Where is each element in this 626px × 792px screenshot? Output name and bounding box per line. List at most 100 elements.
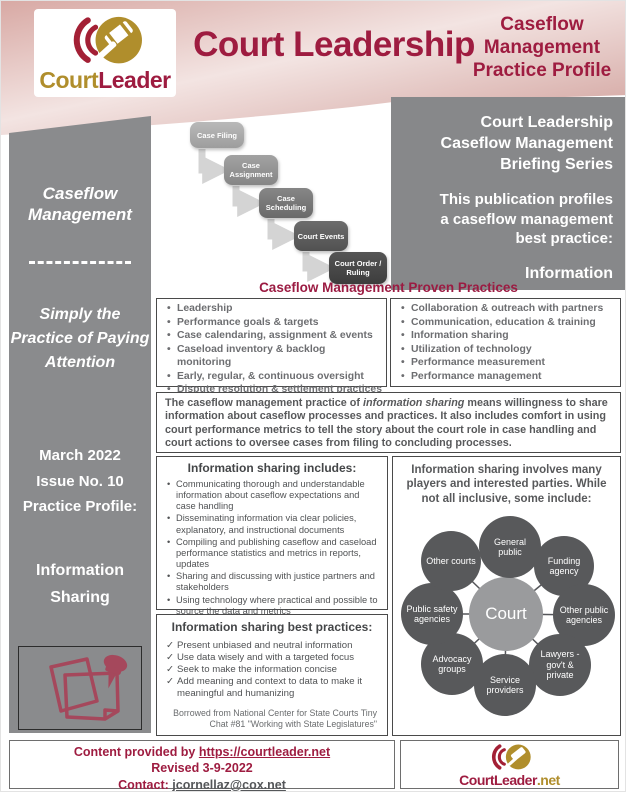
footer-provided-line: Content provided by https://courtleader.… [10,744,394,760]
includes-item: Using technology where practical and pos… [167,595,381,617]
contact-email-link[interactable]: jcornellaz@cox.net [172,777,286,792]
stakeholder-label: Lawyers - gov't & private [540,649,580,681]
footer-revised-line: Revised 3-9-2022 [151,761,253,776]
logo-wordmark: CourtLeader [39,67,171,93]
issue-line: March 2022 [39,447,121,464]
best-practice-item: Add meaning and context to data to make … [166,676,381,700]
briefing-subtitle: This publication profiles a caseflow man… [439,191,613,248]
proven-practices-left-list: LeadershipPerformance goals & targetsCas… [161,302,382,397]
includes-item: Sharing and discussing with justice part… [167,571,381,593]
players-intro: Information sharing involves many player… [406,464,607,505]
includes-list: Communicating thorough and understandabl… [163,479,381,617]
practice-item: Caseload inventory & backlog monitoring [167,343,382,370]
flowchart-step-label: Court Order / Ruling [334,259,382,277]
provided-prefix: Content provided by [73,745,199,759]
definition-box: The caseflow management practice of info… [156,392,621,453]
flowchart-step: Case Scheduling [259,188,313,218]
practice-item: Collaboration & outreach with partners [401,302,616,316]
includes-item: Communicating thorough and understandabl… [167,479,381,512]
sidebar-tagline: Simply the Practice of Paying Attention [10,306,150,371]
courtleader-logo: CourtLeader [34,9,176,97]
proven-practices-title: Caseflow Management Proven Practices [259,280,518,295]
best-practice-item: Seek to make the information concise [166,664,381,676]
logo-leader-text: Leader [98,67,171,93]
sidebar-topic: Information Sharing [36,562,124,607]
stakeholder-circle: Lawyers - gov't & private [529,634,591,696]
proven-practices-left-box: LeadershipPerformance goals & targetsCas… [156,298,387,396]
flowchart-step-label: Case Scheduling [265,194,307,212]
stakeholder-circle: Public safety agencies [401,583,463,645]
flowchart-arrows [198,149,336,282]
best-practices-title: Information sharing best practices: [171,620,373,634]
definition-after: means willingness to share information a… [165,397,608,450]
practice-item: Communication, education & training [401,316,616,330]
includes-item: Disseminating information via clear poli… [167,513,381,535]
practice-item: Dispute resolution & settlement practice… [167,383,382,397]
practice-item: Leadership [167,302,382,316]
flowchart-step-label: Case Filing [196,130,237,140]
best-practices-box: Information sharing best practices: Pres… [156,614,388,736]
stakeholder-label: Service providers [486,674,524,695]
contact-label: Contact: [118,777,173,792]
stakeholder-circle: Other courts [421,531,481,591]
footer-logo-wordmark: CourtLeader.net [459,773,560,787]
footer-logo-court: Court [459,771,494,788]
courtleader-link[interactable]: https://courtleader.net [198,745,331,759]
stakeholder-circle: Other public agencies [553,584,615,646]
definition-term: information sharing [363,397,465,409]
sidebar-heading: Caseflow Management [28,184,132,225]
stakeholder-label: Other public agencies [559,604,609,625]
practice-item: Performance measurement [401,356,616,370]
flowchart-step-label: Case Assignment [229,161,273,179]
hub-center-court: Court [469,577,543,651]
stakeholder-circle: General public [479,516,541,578]
stakeholder-label: Funding agency [547,555,581,576]
briefing-title: Court Leadership Caseflow Management Bri… [440,114,613,173]
profile-label: Caseflow Management Practice Profile [472,14,612,82]
footer-contact-box: Content provided by https://courtleader.… [9,740,395,792]
includes-item: Compiling and publishing caseflow and ca… [167,537,381,570]
issue-line: Issue No. 10 [36,472,124,490]
footer-contact-line: Contact: jcornellaz@cox.net [10,777,394,792]
practice-item: Performance goals & targets [167,316,382,330]
footer-logo-box: CourtLeader.net [400,740,619,789]
sidebar: Caseflow Management Simply the Practice … [9,116,151,733]
best-practices-list: Present unbiased and neutral information… [163,640,381,700]
flowchart-step: Court Order / Ruling [329,252,387,284]
flowchart-step: Case Assignment [224,155,278,185]
best-practice-item: Use data wisely and with a targeted focu… [166,652,381,664]
practice-item: Performance management [401,370,616,384]
stakeholder-label: Public safety agencies [406,603,458,624]
flowchart-step-label: Court Events [297,231,345,241]
logo-court-text: Court [39,67,99,93]
footer-logo-leader: Leader [494,771,537,788]
stakeholder-label: Other courts [426,555,476,566]
gavel-icon [73,16,142,64]
practice-item: Utilization of technology [401,343,616,357]
practice-item: Information sharing [401,329,616,343]
includes-box: Information sharing includes: Communicat… [156,456,388,616]
best-practice-item: Present unbiased and neutral information [166,640,381,652]
definition-before: The caseflow management practice of [165,397,364,409]
proven-practices-right-box: Collaboration & outreach with partnersCo… [390,298,621,387]
practice-item: Early, regular, & continuous oversight [167,370,382,384]
credit-note: Borrowed from National Center for State … [173,707,377,729]
flowchart-step: Case Filing [190,122,244,148]
flowchart-step: Court Events [294,221,348,251]
includes-title: Information sharing includes: [187,461,357,475]
stakeholder-circle: Service providers [474,654,536,716]
pinned-notes-illustration [18,646,142,730]
proven-practices-right-list: Collaboration & outreach with partnersCo… [395,302,616,383]
pushpin-notes-icon [49,654,128,721]
dashed-divider [28,261,132,264]
stakeholder-label: General public [493,536,527,557]
players-box: Information sharing involves many player… [392,456,621,736]
issue-line: Practice Profile: [22,498,138,515]
stakeholder-label: Advocacy groups [432,653,472,674]
practice-item: Case calendaring, assignment & events [167,329,382,343]
gavel-icon-small [491,743,531,770]
